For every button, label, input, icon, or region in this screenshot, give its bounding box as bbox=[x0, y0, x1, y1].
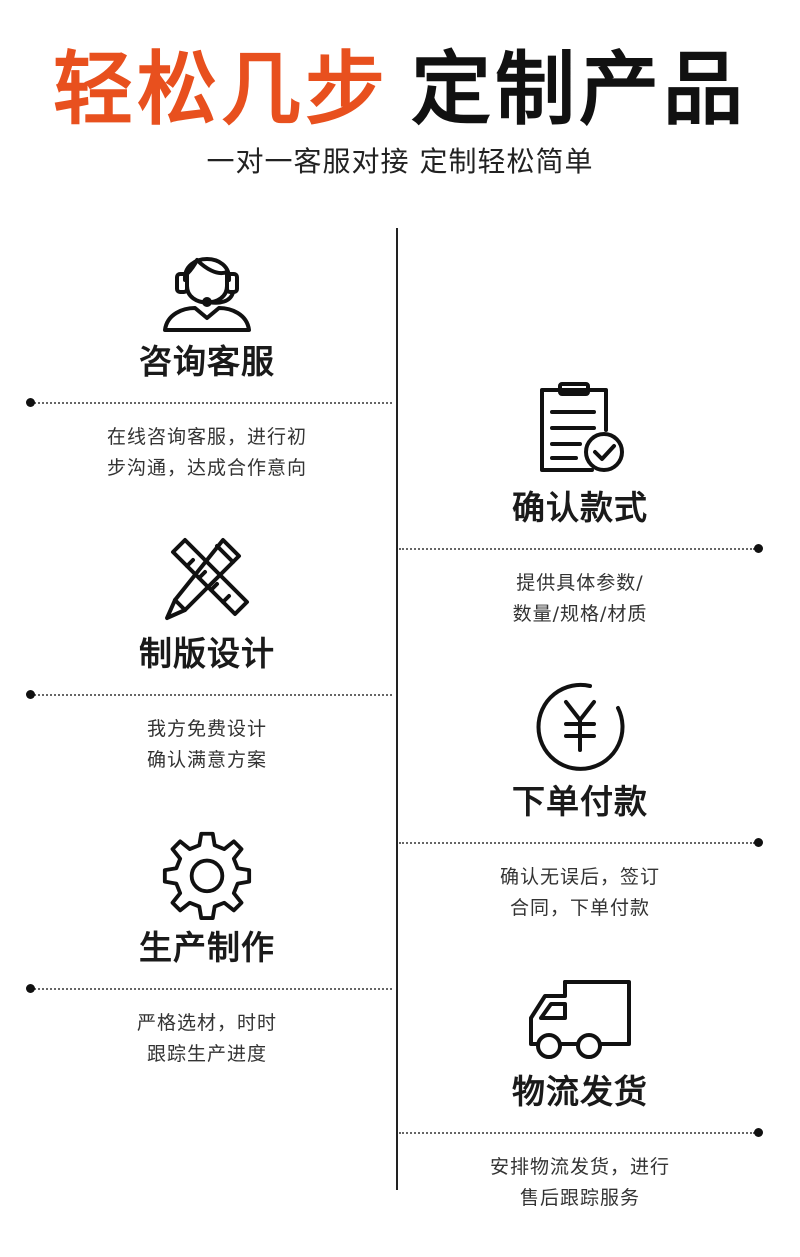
step-divider bbox=[22, 396, 392, 410]
step-description-line: 确认满意方案 bbox=[146, 749, 267, 771]
step-description-line: 安排物流发货，进行 bbox=[489, 1156, 670, 1178]
timeline-dot bbox=[26, 398, 35, 407]
step-description-line: 严格选材，时时 bbox=[136, 1012, 277, 1034]
page-title-main: 定制产品 bbox=[411, 43, 747, 136]
delivery-truck-icon bbox=[529, 980, 631, 1059]
step-design: 制版设计 我方免费设计 确认满意方案 bbox=[22, 534, 392, 776]
step-title: 下单付款 bbox=[512, 782, 648, 821]
step-confirm-style: 确认款式 提供具体参数/ 数量/规格/材质 bbox=[395, 380, 765, 630]
step-divider bbox=[22, 688, 392, 702]
timeline-dot bbox=[26, 690, 35, 699]
step-title: 确认款式 bbox=[512, 488, 648, 527]
step-description-line: 合同，下单付款 bbox=[509, 897, 650, 919]
step-title: 咨询客服 bbox=[139, 342, 275, 381]
page-subtitle: 一对一客服对接 定制轻松简单 bbox=[206, 145, 594, 178]
step-payment: 下单付款 确认无误后，签订 合同，下单付款 bbox=[395, 678, 765, 924]
step-divider bbox=[22, 982, 392, 996]
timeline-line bbox=[396, 228, 398, 1190]
step-description: 严格选材，时时 跟踪生产进度 bbox=[22, 1008, 392, 1070]
step-title: 生产制作 bbox=[139, 928, 275, 967]
step-title: 制版设计 bbox=[139, 634, 275, 673]
step-description-line: 提供具体参数/ bbox=[516, 572, 644, 594]
page-title-accent: 轻松几步 bbox=[53, 43, 389, 136]
yen-coin-icon bbox=[536, 682, 625, 771]
timeline-dot bbox=[26, 984, 35, 993]
page-title: 轻松几步定制产品 bbox=[0, 42, 800, 138]
step-divider bbox=[395, 542, 765, 556]
step-description-line: 售后跟踪服务 bbox=[519, 1187, 640, 1209]
step-description-line: 数量/规格/材质 bbox=[512, 603, 648, 625]
timeline-dot bbox=[754, 838, 763, 847]
timeline-dot bbox=[754, 544, 763, 553]
step-divider bbox=[395, 836, 765, 850]
step-description: 提供具体参数/ 数量/规格/材质 bbox=[395, 568, 765, 630]
step-divider bbox=[395, 1126, 765, 1140]
clipboard-check-icon bbox=[540, 382, 624, 472]
step-title: 物流发货 bbox=[512, 1072, 648, 1111]
pencil-ruler-icon bbox=[165, 538, 249, 620]
step-description: 在线咨询客服，进行初 步沟通，达成合作意向 bbox=[22, 422, 392, 484]
step-description-line: 跟踪生产进度 bbox=[146, 1043, 267, 1065]
step-consult: 咨询客服 在线咨询客服，进行初 步沟通，达成合作意向 bbox=[22, 238, 392, 484]
step-description-line: 我方免费设计 bbox=[146, 718, 267, 740]
step-description: 我方免费设计 确认满意方案 bbox=[22, 714, 392, 776]
gear-icon bbox=[162, 831, 252, 920]
step-description-line: 步沟通，达成合作意向 bbox=[106, 457, 307, 479]
step-description-line: 确认无误后，签订 bbox=[499, 866, 660, 888]
step-description: 安排物流发货，进行 售后跟踪服务 bbox=[395, 1152, 765, 1214]
step-description-line: 在线咨询客服，进行初 bbox=[106, 426, 307, 448]
step-shipping: 物流发货 安排物流发货，进行 售后跟踪服务 bbox=[395, 974, 765, 1214]
step-description: 确认无误后，签订 合同，下单付款 bbox=[395, 862, 765, 924]
timeline-dot bbox=[754, 1128, 763, 1137]
customer-service-icon bbox=[163, 257, 251, 332]
step-production: 生产制作 严格选材，时时 跟踪生产进度 bbox=[22, 828, 392, 1070]
